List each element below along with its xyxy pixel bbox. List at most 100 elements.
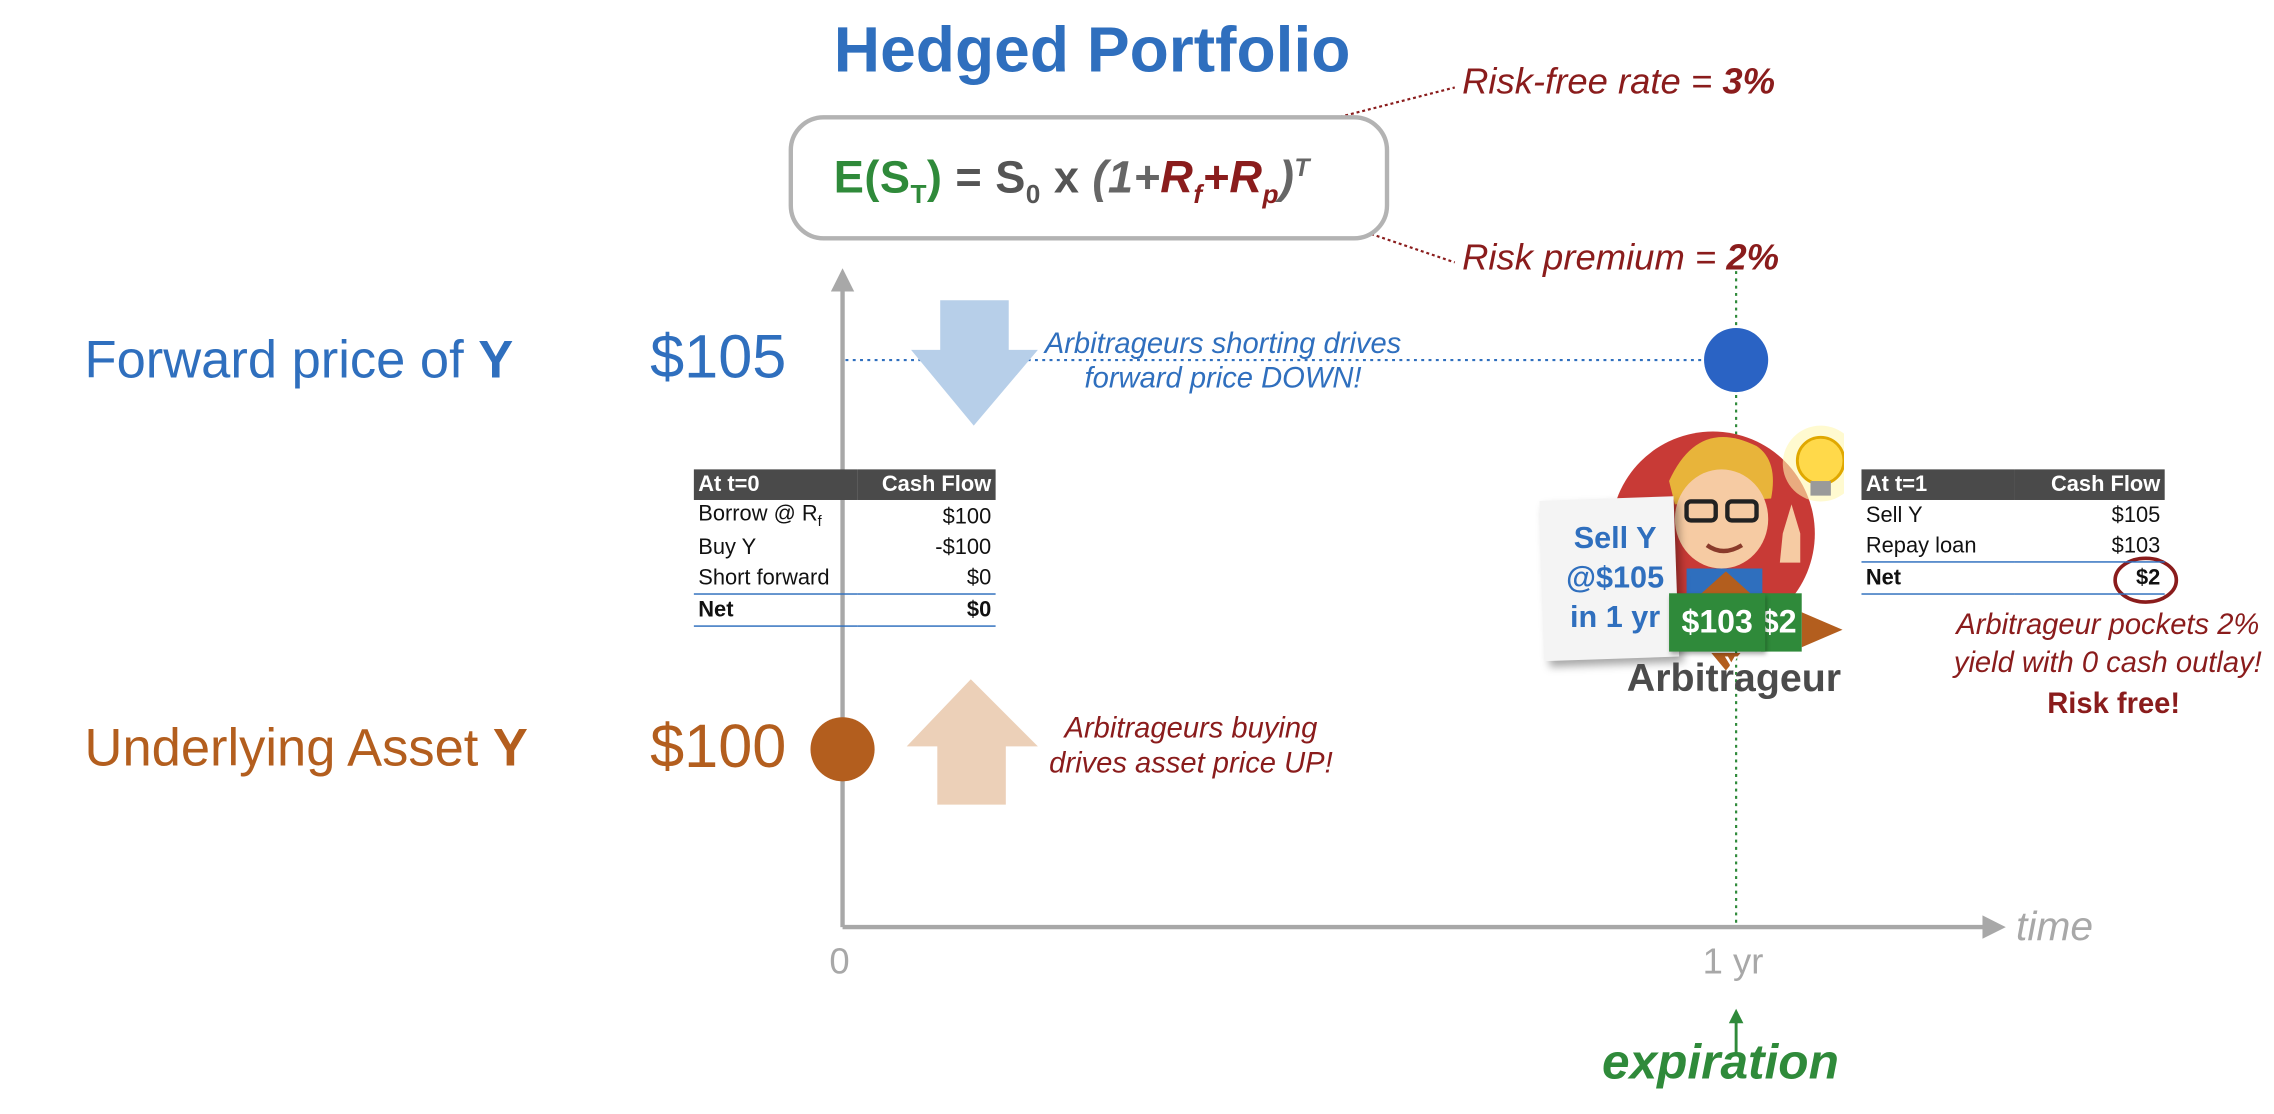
sell-card-line-1: Sell Y (1573, 521, 1657, 556)
y-axis-arrowhead (830, 268, 855, 292)
risk-premium-value: 2% (1726, 237, 1780, 279)
t1-row-label: Repay loan (1865, 533, 1977, 559)
up-arrow (906, 679, 1038, 805)
buying-caption-line-1: Arbitrageurs buying (1064, 712, 1318, 745)
underlying-asset-label: Underlying Asset Y (85, 717, 528, 778)
asset-y-tag: Y (1724, 651, 1739, 675)
arbitrage-profit-caption: Arbitrageur pockets 2% yield with 0 cash… (1939, 606, 2274, 682)
glasses-left-icon (1684, 499, 1718, 523)
sell-forward-card-text: Sell Y @$105 in 1 yr (1548, 519, 1682, 637)
profit-caption-line-2: yield with 0 cash outlay! (1953, 647, 2262, 680)
sell-card-line-2: @$105 (1566, 561, 1665, 595)
arbitrageur-label: Arbitrageur (1626, 655, 1842, 700)
table-row: Buy Y -$100 (694, 532, 996, 563)
underlying-label-y: Y (492, 717, 528, 777)
formula-paren-close: ) (1278, 151, 1295, 203)
x-axis-arrowhead (1982, 915, 2006, 939)
profit-badge: $2 (1760, 593, 1802, 652)
loan-repayment-badge: $103 (1669, 593, 1766, 652)
table-net-row: Net $0 (693, 593, 996, 627)
t0-borrow-sub: f (817, 514, 822, 531)
expected-price-formula: E(ST) = S0 x (1+Rf+Rp)T (834, 152, 1310, 211)
forward-price-label: Forward price of Y (85, 329, 514, 390)
x-axis-label: time (2015, 903, 2094, 949)
table-row: Short forward $0 (694, 563, 996, 594)
formula-equals: = S (942, 151, 1026, 203)
buying-caption: Arbitrageurs buying drives asset price U… (1028, 711, 1355, 781)
formula-plus: + (1202, 151, 1230, 203)
risk-premium-note: Risk premium = 2% (1462, 238, 1779, 280)
t0-borrow-label: Borrow @ R (698, 501, 818, 527)
lightbulb-base (1810, 481, 1831, 496)
t1-row-value: $103 (2111, 533, 2161, 559)
tick-zero: 0 (829, 941, 850, 983)
shorting-caption-line-2: forward price DOWN! (1084, 362, 1362, 396)
formula-exponent: T (1294, 154, 1310, 182)
formula-e-close: ) (926, 151, 943, 203)
underlying-label-text: Underlying Asset (84, 717, 493, 777)
formula-e-open: E(S (833, 151, 911, 203)
t1-header-cash-flow: Cash Flow (2013, 469, 2165, 500)
t1-row-label: Sell Y (1865, 502, 1923, 528)
t0-row-value: -$100 (935, 534, 992, 560)
forward-price-dot (1704, 327, 1769, 393)
table-row: Borrow @ Rf $100 (694, 500, 996, 532)
down-arrow (911, 300, 1038, 426)
glasses-right-icon (1725, 499, 1759, 523)
t1-net-value: $2 (2013, 561, 2165, 595)
t1-row-value: $105 (2111, 502, 2161, 528)
t0-row-label: Borrow @ Rf (694, 500, 858, 532)
formula-e-sub: T (910, 179, 927, 209)
t0-row-value: $100 (942, 503, 992, 529)
avatar-face (1674, 469, 1769, 569)
t0-header-period: At t=0 (693, 469, 858, 500)
t0-row-label: Buy Y (698, 534, 757, 560)
t1-net-label: Net (1861, 561, 2014, 595)
pointing-hand-icon (1779, 504, 1801, 563)
risk-premium-label: Risk premium = (1462, 237, 1727, 279)
sell-card-line-3: in 1 yr (1570, 600, 1661, 635)
formula-rf: R (1160, 151, 1194, 203)
underlying-asset-value: $100 (650, 711, 787, 780)
page-title: Hedged Portfolio (833, 14, 1351, 87)
t0-header-cash-flow: Cash Flow (857, 469, 996, 500)
arbitrageur-avatar (1610, 425, 1844, 651)
risk-free-caption: Risk free! (2047, 688, 2181, 721)
t1-header-period: At t=1 (1861, 469, 2014, 500)
expiration-label: expiration (1602, 1034, 1839, 1091)
formula-rf-sub: f (1193, 179, 1203, 209)
buying-caption-line-2: drives asset price UP! (1049, 747, 1333, 780)
table-row: Repay loan $103 (1861, 531, 2164, 562)
formula-paren-open: (1+ (1092, 151, 1161, 203)
t0-net-value: $0 (857, 593, 996, 627)
formula-s-sub: 0 (1025, 179, 1041, 209)
profit-caption-line-1: Arbitrageur pockets 2% (1956, 609, 2260, 642)
formula-times: x (1040, 151, 1093, 203)
avatar-smile (1705, 543, 1744, 554)
shorting-caption: Arbitrageurs shorting drives forward pri… (1020, 327, 1425, 397)
formula-rp-sub: p (1262, 179, 1279, 209)
risk-free-note: Risk-free rate = 3% (1462, 61, 1775, 103)
t0-row-label: Short forward (698, 565, 830, 591)
t0-net-label: Net (693, 593, 858, 627)
formula-box (788, 115, 1390, 241)
forward-label-y: Y (478, 329, 514, 390)
shorting-caption-line-1: Arbitrageurs shorting drives (1044, 327, 1402, 361)
table-row: Sell Y $105 (1861, 500, 2164, 531)
formula-rp: R (1229, 151, 1263, 203)
cash-flow-table-t0: At t=0 Cash Flow Borrow @ Rf $100 Buy Y … (693, 469, 996, 627)
forward-label-text: Forward price of (84, 329, 479, 390)
cash-flow-table-t1: At t=1 Cash Flow Sell Y $105 Repay loan … (1861, 469, 2165, 595)
table-net-row: Net $2 (1861, 561, 2165, 595)
lightbulb-icon (1795, 435, 1844, 486)
risk-free-value: 3% (1722, 61, 1776, 103)
underlying-price-dot (810, 717, 875, 782)
asset-tag-down (1711, 653, 1741, 671)
asset-tag-arrow (1801, 612, 1843, 648)
forward-price-value: $105 (650, 322, 787, 391)
expiration-arrowhead (1728, 1008, 1744, 1024)
t0-row-value: $0 (966, 565, 992, 591)
risk-free-label: Risk-free rate = (1462, 61, 1723, 103)
formula-expectation: E(ST) (833, 151, 943, 209)
tick-one-year: 1 yr (1702, 941, 1764, 983)
